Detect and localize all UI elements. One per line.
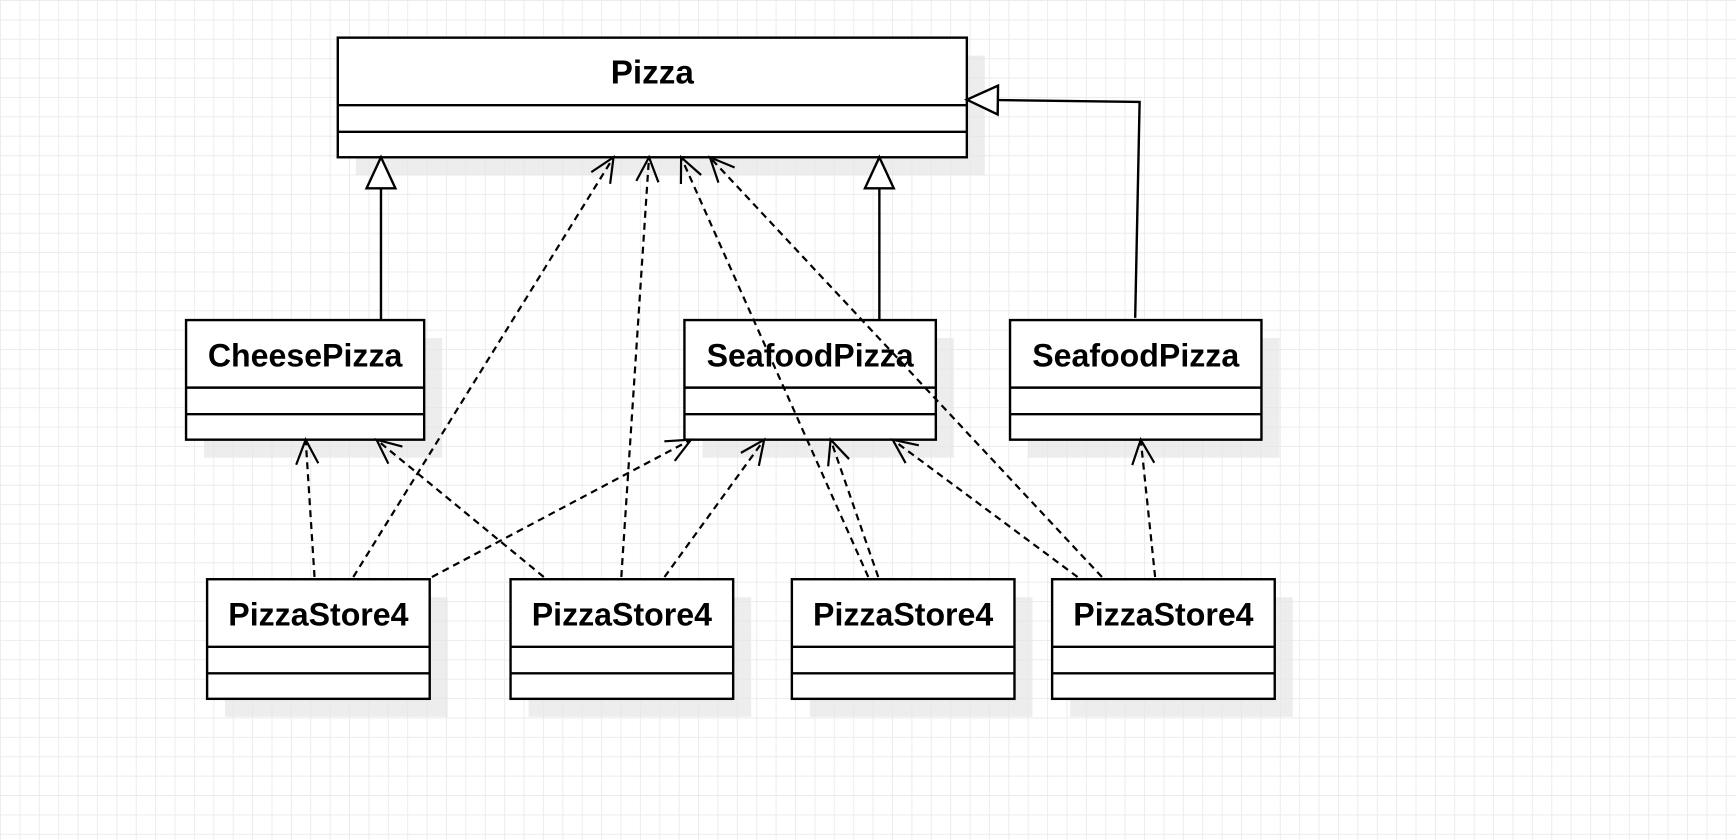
dependency-pizza-store-3-to-seafood-pizza-a[interactable]: [827, 437, 880, 578]
class-pizza-store-3[interactable]: PizzaStore4: [790, 578, 1016, 701]
dependency-line: [620, 157, 651, 578]
dependency-line: [375, 438, 545, 578]
dependency-arrowhead: [590, 155, 615, 184]
dependency-pizza-store-4-to-pizza[interactable]: [708, 155, 1103, 578]
class-cheese-pizza[interactable]: CheesePizza: [184, 318, 426, 441]
dependency-pizza-store-2-to-cheese-pizza[interactable]: [374, 437, 545, 578]
dependency-arrowhead: [827, 437, 850, 467]
pizza-store-4-box: [1050, 578, 1276, 701]
dependency-line: [663, 439, 766, 578]
dependency-line: [680, 156, 870, 578]
class-pizza-store-1[interactable]: PizzaStore4: [205, 578, 431, 701]
class-seafood-pizza-a[interactable]: SeafoodPizza: [683, 318, 938, 441]
generalization-arrowhead: [863, 154, 896, 190]
generalization-seafood-pizza-a-to-pizza[interactable]: [863, 154, 896, 321]
generalization-arrowhead: [963, 83, 1000, 117]
dependency-pizza-store-3-to-pizza[interactable]: [679, 154, 870, 578]
generalization-arrowhead: [364, 154, 398, 190]
dependency-line: [352, 156, 615, 578]
dependency-arrowhead: [679, 154, 702, 185]
pizza-store-4-class-name: PizzaStore4: [1073, 597, 1253, 633]
pizza-box: [336, 36, 969, 159]
dependency-arrowhead: [664, 438, 694, 462]
seafood-pizza-b-box: [1008, 318, 1263, 441]
relationships: [295, 83, 1157, 578]
pizza-store-1-class-name: PizzaStore4: [228, 597, 408, 633]
dependency-pizza-store-2-to-seafood-pizza-a[interactable]: [663, 437, 766, 578]
class-pizza[interactable]: Pizza: [336, 36, 969, 159]
dependency-arrowhead: [295, 437, 320, 466]
dependency-pizza-store-1-to-seafood-pizza-a[interactable]: [431, 438, 694, 578]
pizza-store-3-box: [790, 578, 1016, 701]
dependency-arrowhead: [890, 438, 920, 464]
class-seafood-pizza-b[interactable]: SeafoodPizza: [1008, 318, 1263, 441]
dependency-line: [829, 439, 880, 578]
pizza-store-2-class-name: PizzaStore4: [532, 597, 712, 633]
dependency-arrowhead: [740, 437, 766, 467]
dependency-arrowhead: [635, 154, 660, 183]
dependency-pizza-store-2-to-pizza[interactable]: [620, 154, 660, 578]
dependency-pizza-store-4-to-seafood-pizza-a[interactable]: [890, 438, 1079, 578]
generalization-cheese-pizza-to-pizza[interactable]: [364, 154, 398, 321]
dependency-line: [304, 439, 316, 578]
dependency-arrowhead: [374, 437, 403, 465]
generalization-line: [997, 98, 1141, 318]
dependency-pizza-store-1-to-cheese-pizza[interactable]: [295, 437, 320, 578]
pizza-class-name: Pizza: [611, 55, 695, 92]
seafood-pizza-b-class-name: SeafoodPizza: [1032, 338, 1240, 374]
seafood-pizza-a-class-name: SeafoodPizza: [707, 338, 915, 374]
dependency-line: [891, 438, 1079, 578]
cheese-pizza-class-name: CheesePizza: [208, 338, 404, 374]
class-pizza-store-2[interactable]: PizzaStore4: [509, 578, 735, 701]
dependency-arrowhead: [708, 155, 736, 183]
seafood-pizza-a-box: [683, 318, 938, 441]
pizza-store-3-class-name: PizzaStore4: [813, 597, 993, 633]
pizza-store-2-box: [509, 578, 735, 701]
dependency-line: [431, 438, 692, 578]
dependency-pizza-store-4-to-seafood-pizza-b[interactable]: [1131, 437, 1157, 578]
class-pizza-store-4[interactable]: PizzaStore4: [1050, 578, 1276, 701]
pizza-store-1-box: [205, 578, 431, 701]
dependency-pizza-store-1-to-pizza[interactable]: [352, 155, 615, 578]
generalization-seafood-pizza-b-to-pizza[interactable]: [963, 83, 1141, 318]
dependency-arrowhead: [1131, 437, 1156, 466]
cheese-pizza-box: [184, 318, 426, 441]
